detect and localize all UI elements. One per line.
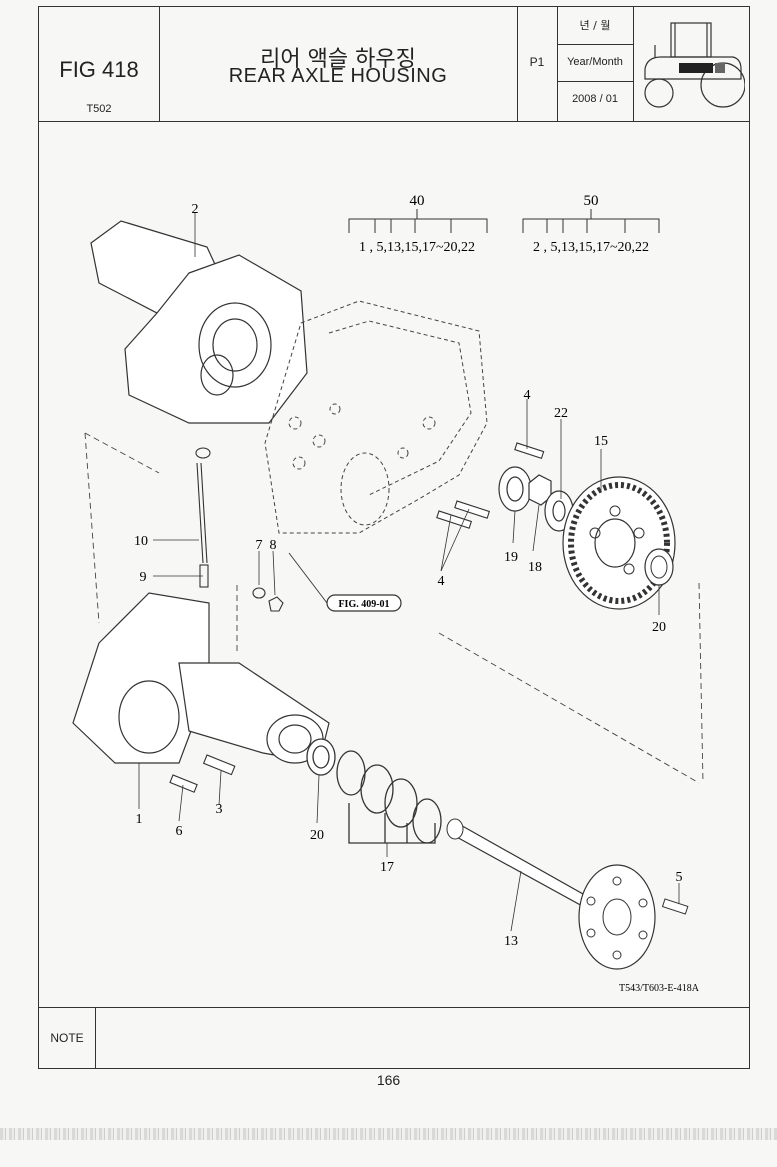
axle-housing-left-upper xyxy=(90,220,308,424)
part-callout[interactable]: 1 xyxy=(136,812,143,827)
group-40-number: 40 xyxy=(410,193,425,209)
exploded-drawing: FIG. 409-01 40 1 , 5,13,1 xyxy=(72,193,704,994)
part-callout[interactable]: 19 xyxy=(504,550,518,565)
part-callout[interactable]: 3 xyxy=(216,802,223,817)
parts-sheet: FIG 418 T502 리어 액슬 하우징 REAR AXLE HOUSING… xyxy=(38,6,750,1069)
fig-number: FIG 418 xyxy=(59,57,139,82)
drawing-code: T543/T603-E-418A xyxy=(619,983,700,994)
date-value: 2008 / 01 xyxy=(572,93,618,105)
title-korean: 리어 액슬 하우징 xyxy=(260,47,416,72)
axle-shaft-13 xyxy=(446,818,656,970)
icon-cell xyxy=(633,7,749,121)
model-code: T502 xyxy=(86,103,112,115)
axle-housing-left-lower xyxy=(72,592,330,764)
note-label: NOTE xyxy=(39,1008,96,1068)
title-cell: 리어 액슬 하우징 REAR AXLE HOUSING xyxy=(159,7,518,121)
fig-cell: FIG 418 T502 xyxy=(39,7,160,121)
page-number: 166 xyxy=(376,1072,401,1088)
part-callout[interactable]: 20 xyxy=(652,620,666,635)
part-callout[interactable]: 8 xyxy=(270,538,277,553)
title-english: REAR AXLE HOUSING xyxy=(228,65,448,87)
part-callout[interactable]: 5 xyxy=(676,870,683,885)
note-row: NOTE xyxy=(39,1007,749,1068)
part-callout[interactable]: 4 xyxy=(438,574,445,589)
part-callout[interactable]: 18 xyxy=(528,560,542,575)
reference-label[interactable]: FIG. 409-01 xyxy=(338,599,389,610)
group-40-members: 1 , 5,13,15,17~20,22 xyxy=(359,240,475,255)
part-callout[interactable]: 7 xyxy=(256,538,263,553)
group-50-members: 2 , 5,13,15,17~20,22 xyxy=(533,240,649,255)
part-callout[interactable]: 20 xyxy=(310,828,324,843)
title-block: FIG 418 T502 리어 액슬 하우징 REAR AXLE HOUSING… xyxy=(39,7,749,122)
scan-artifact xyxy=(0,1128,777,1140)
part-callout[interactable]: 17 xyxy=(380,860,394,875)
page-code: P1 xyxy=(529,55,545,69)
part-callout[interactable]: 4 xyxy=(524,388,531,403)
date-label-korean: 년 / 월 xyxy=(557,7,633,45)
transmission-case-reference xyxy=(264,300,488,534)
part-callout[interactable]: 9 xyxy=(140,570,147,585)
part-callout[interactable]: 10 xyxy=(134,534,148,549)
gear-15 xyxy=(562,476,676,610)
date-cell: 년 / 월 Year/Month 2008 / 01 xyxy=(557,7,634,121)
part-callout[interactable]: 13 xyxy=(504,934,518,949)
group-50-number: 50 xyxy=(584,193,599,209)
part-callout[interactable]: 15 xyxy=(594,434,608,449)
tractor-icon xyxy=(644,22,745,108)
part-callout[interactable]: 22 xyxy=(554,406,568,421)
page-code-cell: P1 xyxy=(517,7,558,121)
date-label-english: Year/Month xyxy=(557,44,633,82)
part-callout[interactable]: 2 xyxy=(192,202,199,217)
part-callout[interactable]: 6 xyxy=(176,824,183,839)
